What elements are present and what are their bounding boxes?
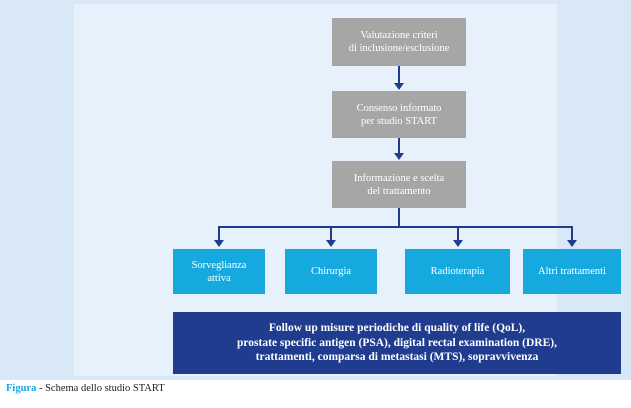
connector-valutazione-consenso-arrow — [394, 83, 404, 90]
connector-branch-sorveglianza-arrow — [214, 240, 224, 247]
node-sorveglianza-attiva: Sorveglianza attiva — [173, 249, 265, 294]
connector-fan-bus — [218, 226, 572, 228]
connector-consenso-informazione-arrow — [394, 153, 404, 160]
connector-branch-sorveglianza — [218, 226, 220, 240]
node-radioterapia: Radioterapia — [405, 249, 510, 294]
figure-caption-label: Figura — [6, 383, 37, 394]
node-altri-trattamenti: Altri trattamenti — [523, 249, 621, 294]
connector-informazione-stem — [398, 208, 400, 227]
figure-panel: Valutazione criteri di inclusione/esclus… — [0, 0, 631, 380]
diagram-canvas: Valutazione criteri di inclusione/esclus… — [74, 4, 621, 376]
connector-branch-chirurgia-arrow — [326, 240, 336, 247]
connector-branch-radioterapia-arrow — [453, 240, 463, 247]
node-follow-up: Follow up misure periodiche di quality o… — [173, 312, 621, 374]
node-chirurgia: Chirurgia — [285, 249, 377, 294]
node-valutazione-criteri: Valutazione criteri di inclusione/esclus… — [332, 18, 466, 66]
connector-branch-chirurgia — [330, 226, 332, 240]
connector-valutazione-consenso-line — [398, 66, 400, 83]
connector-branch-altri-arrow — [567, 240, 577, 247]
connector-consenso-informazione-line — [398, 138, 400, 153]
connector-branch-altri — [571, 226, 573, 240]
figure-caption: Figura - Schema dello studio START — [6, 383, 165, 394]
connector-branch-radioterapia — [457, 226, 459, 240]
figure-caption-text: Schema dello studio START — [45, 383, 165, 394]
node-consenso-informato: Consenso informato per studio START — [332, 91, 466, 138]
node-informazione-scelta: Informazione e scelta del trattamento — [332, 161, 466, 208]
figure-caption-separator: - — [36, 383, 46, 394]
